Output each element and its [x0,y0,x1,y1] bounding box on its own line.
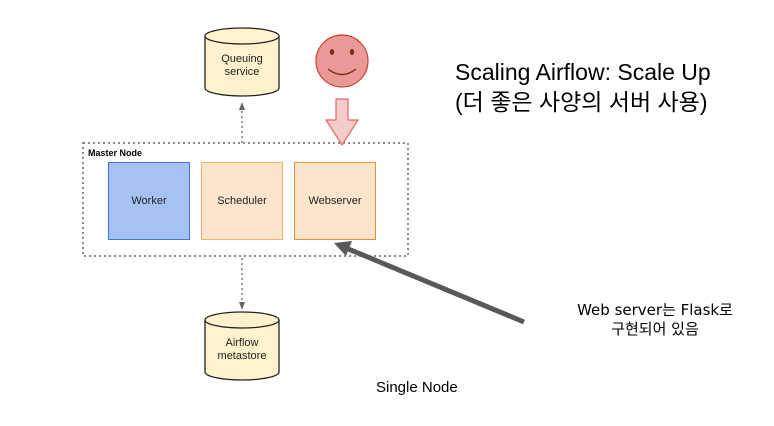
flask-note: Web server는 Flask로 구현되어 있음 [555,301,755,339]
master-node-label: Master Node [88,148,143,158]
pointer-arrow-to-webserver [334,241,525,325]
airflow-metastore-label-line1: Airflow [225,337,259,349]
airflow-metastore-label-line2: metastore [217,350,267,362]
flask-note-line2: 구현되어 있음 [611,320,699,338]
flask-note-line1: Web server는 Flask로 [577,301,733,319]
single-node-caption: Single Node [376,379,458,396]
scheduler-label: Scheduler [217,195,267,207]
worker-box: Worker [108,162,190,240]
scheduler-box: Scheduler [201,162,283,240]
airflow-metastore-cylinder [204,311,280,381]
master-node-frame [82,142,409,257]
webserver-box: Webserver [294,162,376,240]
webserver-label: Webserver [308,195,362,207]
scale-up-down-arrow [324,98,360,147]
queuing-service-label-line1: Queuing [221,53,263,65]
smiley-face-icon [315,34,369,88]
slide-title-line2: (더 좋은 사양의 서버 사용) [455,89,708,115]
slide-title-line1: Scaling Airflow: Scale Up [455,59,711,85]
airflow-metastore-label: Airflow metastore [205,337,279,363]
worker-label: Worker [131,195,167,207]
queuing-service-label: Queuing service [205,53,279,79]
queuing-service-cylinder [204,27,280,97]
queuing-service-label-line2: service [224,66,260,78]
